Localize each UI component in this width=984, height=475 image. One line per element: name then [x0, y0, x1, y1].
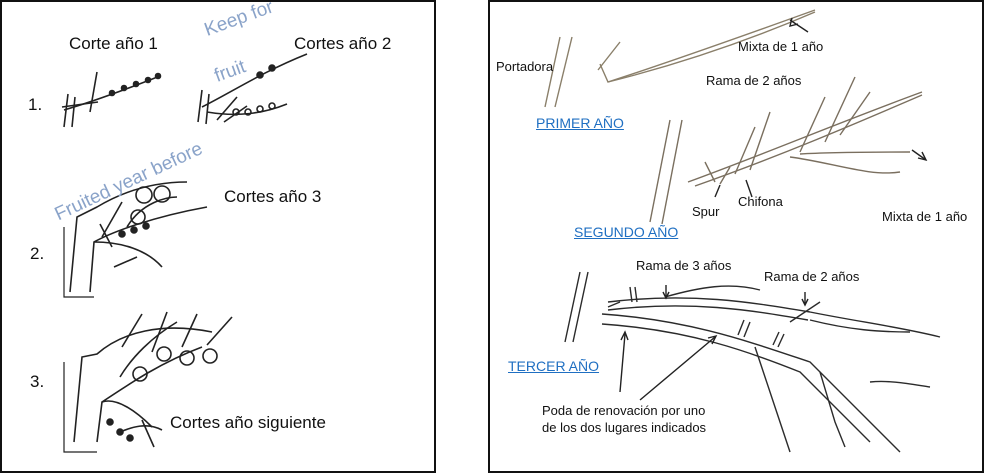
pruning-sketch-panel: Corte año 1 Cortes año 2 Keep for fruit …: [0, 0, 436, 473]
label-primer-ano: PRIMER AÑO: [536, 115, 624, 131]
label-cortes-siguiente: Cortes año siguiente: [170, 413, 326, 432]
label-corte-1: Corte año 1: [69, 34, 158, 53]
step-number-2: 2.: [30, 244, 45, 263]
label-rama-2b: Rama de 2 años: [764, 269, 860, 284]
row1-branch-b: [197, 53, 308, 125]
third-year-branch: [564, 271, 941, 453]
step-number-1: 1.: [28, 95, 43, 114]
second-year-branch: [649, 76, 923, 225]
label-spur: Spur: [692, 204, 720, 219]
label-cortes-3: Cortes año 3: [224, 187, 322, 206]
label-poda-line1: Poda de renovación por uno: [542, 403, 706, 418]
first-year-branch: [544, 9, 816, 108]
row2-branch: [69, 181, 208, 293]
label-rama-2: Rama de 2 años: [706, 73, 802, 88]
label-mixta-1: Mixta de 1 año: [738, 39, 824, 54]
label-chifona: Chifona: [738, 194, 783, 209]
label-rama-3: Rama de 3 años: [636, 258, 732, 273]
left-drawing: [61, 53, 308, 453]
right-drawing: [544, 9, 941, 453]
label-segundo-ano: SEGUNDO AÑO: [574, 224, 679, 240]
row1-branch-a: [61, 71, 162, 128]
label-mixta-2: Mixta de 1 año: [882, 209, 968, 224]
label-tercer-ano: TERCER AÑO: [508, 358, 600, 374]
row3-branch: [73, 311, 233, 448]
step-number-3: 3.: [30, 372, 45, 391]
label-portadora: Portadora: [496, 59, 554, 74]
growth-diagram-panel: Mixta de 1 año Portadora Rama de 2 años …: [488, 0, 984, 473]
label-poda-line2: de los dos lugares indicados: [542, 420, 707, 435]
label-cortes-2: Cortes año 2: [294, 34, 392, 53]
